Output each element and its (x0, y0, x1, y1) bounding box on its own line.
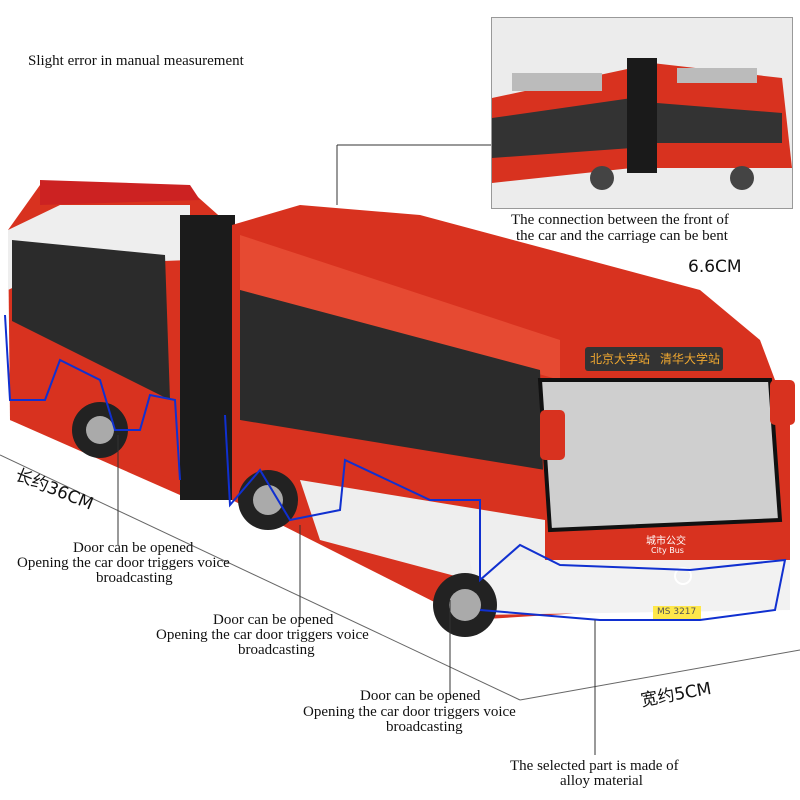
front-label-cn: 城市公交 (646, 536, 686, 547)
destination-sign-1: 北京大学站 (590, 352, 651, 366)
bellows (180, 215, 235, 500)
door-note-line3: broadcasting (238, 642, 315, 658)
front-label-en: City Bus (651, 546, 684, 555)
door-note-line3: broadcasting (386, 719, 463, 735)
license-plate: MS 3217 (657, 607, 697, 617)
door-note-line2: Opening the car door triggers voice (156, 627, 369, 643)
inset-caption-line1: The connection between the front of (511, 212, 729, 228)
door-note-line1: Door can be opened (73, 540, 194, 556)
alloy-note-line2: alloy material (560, 773, 643, 789)
inset-photo-bellows (491, 17, 793, 209)
inset-caption-line2: the car and the carriage can be bent (516, 228, 728, 244)
alloy-outline (4, 314, 181, 481)
destination-sign-2: 清华大学站 (660, 352, 721, 366)
measurement-note: Slight error in manual measurement (28, 53, 244, 69)
alloy-note-line1: The selected part is made of (510, 758, 679, 774)
door-note-line2: Opening the car door triggers voice (303, 704, 516, 720)
door-note-line2: Opening the car door triggers voice (17, 555, 230, 571)
door-note-line1: Door can be opened (360, 688, 481, 704)
door-note-line3: broadcasting (96, 570, 173, 586)
door-note-line1: Door can be opened (213, 612, 334, 628)
height-dimension: 6.6CM (688, 257, 742, 277)
